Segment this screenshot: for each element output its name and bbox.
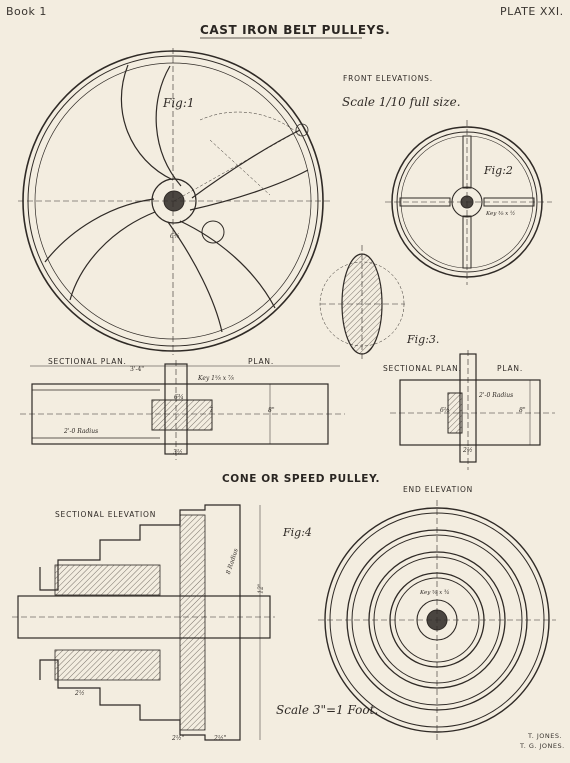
plate-label: PLATE XXI.	[500, 5, 564, 18]
dim-2-1-2-a: 2½"	[172, 735, 185, 742]
dim-8-right: 8"	[519, 407, 526, 414]
front-elevations-label: FRONT ELEVATIONS.	[343, 74, 433, 83]
scale-label-bottom: Scale 3"=1 Foot.	[276, 703, 379, 717]
fig2-pulley	[385, 120, 552, 285]
main-title: CAST IRON BELT PULLEYS.	[200, 23, 391, 37]
fig4-label: Fig:4	[283, 526, 312, 539]
fig2-label: Fig:2	[484, 164, 513, 177]
left-plan	[20, 360, 345, 460]
dim-6-3-4-fig1: 6¾	[170, 233, 180, 240]
dim-key-cone: Key ⅝ x ¾	[420, 590, 450, 596]
end-elevation-circles	[318, 500, 556, 740]
dim-8-left: 8"	[268, 407, 275, 414]
sectional-plan-left-label: SECTIONAL PLAN.	[48, 357, 127, 366]
fig1-label: Fig:1	[163, 96, 195, 110]
credit-line2: T. G. JONES.	[520, 742, 565, 750]
dim-key-fig2: Key ⅜ x ½	[486, 211, 516, 217]
dim-2-1-2-b: 2½"	[214, 735, 227, 742]
credit-line1: T. JONES.	[528, 732, 563, 740]
dim-3-4: 3'-4"	[130, 366, 145, 373]
dim-6-3-4: 6¾	[174, 394, 184, 401]
fig3-label: Fig:3.	[407, 333, 440, 346]
dim-key-left: Key 1⅝ x ⅞	[198, 375, 234, 382]
dim-2-1-2-c: 2½	[75, 690, 85, 697]
sectional-plan-right-label: SECTIONAL PLAN.	[383, 364, 462, 373]
dim-radius-left: 2'-0 Radius	[64, 428, 99, 435]
sectional-elevation-label: SECTIONAL ELEVATION	[55, 510, 157, 519]
scale-label-top: Scale 1/10 full size.	[342, 95, 461, 109]
cone-title: CONE OR SPEED PULLEY.	[222, 473, 381, 485]
plan-right-label: PLAN.	[497, 364, 523, 373]
fig4-cone-section	[12, 504, 275, 741]
plan-left-label: PLAN.	[248, 357, 274, 366]
right-plan	[390, 350, 555, 470]
dim-6-1-2: 6½	[440, 407, 450, 414]
fig3-section	[319, 245, 405, 360]
end-elevation-label: END ELEVATION	[403, 485, 474, 494]
dim-radius-right: 2'-0 Radius	[479, 392, 514, 399]
fig1-pulley	[18, 48, 330, 355]
book-label: Book 1	[6, 5, 47, 18]
dim-3-1-2: 3½	[173, 449, 183, 456]
